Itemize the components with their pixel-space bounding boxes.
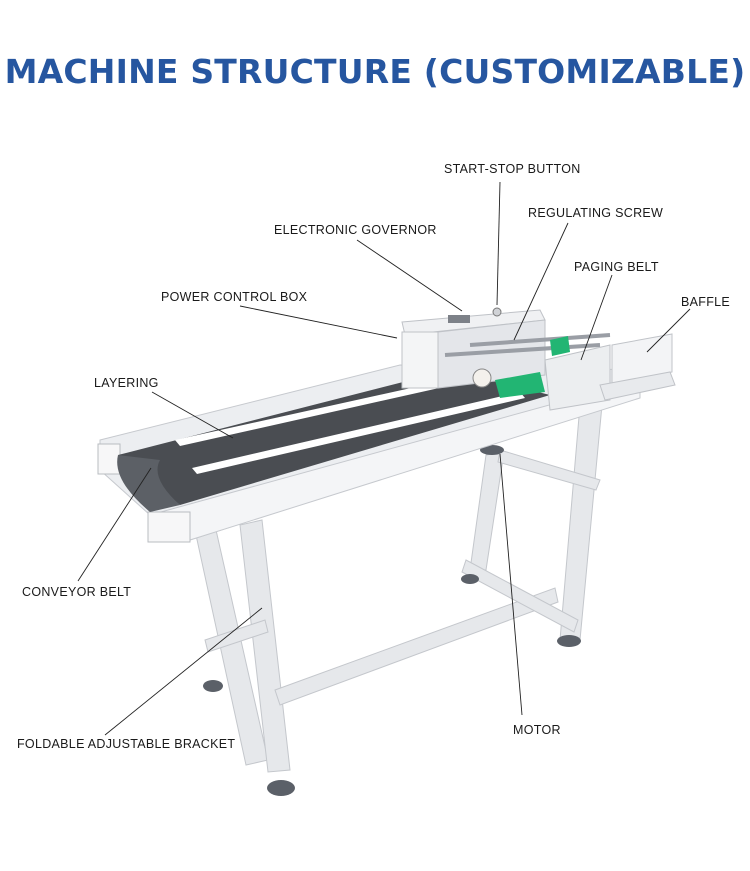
page-title: MACHINE STRUCTURE (CUSTOMIZABLE) <box>4 52 746 91</box>
label-power-control-box: POWER CONTROL BOX <box>161 290 308 304</box>
stand-frame <box>195 404 603 773</box>
label-paging-belt: PAGING BELT <box>574 260 659 274</box>
leader-lines <box>77 181 691 736</box>
baffle <box>599 333 676 401</box>
label-motor: MOTOR <box>513 723 561 737</box>
label-regulating-screw: REGULATING SCREW <box>528 206 664 220</box>
belt <box>117 370 550 512</box>
label-baffle: BAFFLE <box>681 295 731 309</box>
label-foldable-adjustable-bracket: FOLDABLE ADJUSTABLE BRACKET <box>17 737 236 751</box>
label-conveyor-belt: CONVEYOR BELT <box>22 585 132 599</box>
label-electronic-governor: ELECTRONIC GOVERNOR <box>274 223 437 237</box>
label-layering: LAYERING <box>94 376 159 390</box>
label-start-stop-button: START-STOP BUTTON <box>444 162 581 176</box>
feeder-mechanism <box>444 333 611 411</box>
leveling-feet <box>203 445 581 796</box>
